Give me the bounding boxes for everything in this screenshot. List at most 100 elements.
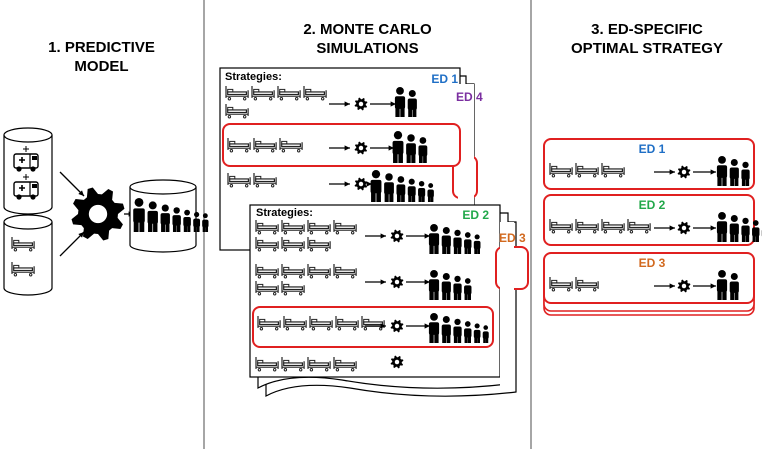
person-icon [406,134,416,163]
bed-wheel [275,327,279,331]
person-leg [384,193,389,202]
person-torso [183,216,191,227]
bed-wheel [309,248,314,252]
person-head [184,209,190,216]
arrow-icon [329,101,350,107]
bed-mattress [227,91,247,96]
person-leg [148,222,153,232]
person-head [418,181,425,187]
person-icon [418,137,428,163]
bed-pillow [227,88,234,93]
bed-wheel [273,231,277,235]
gear-icon [390,275,404,289]
bed-wheel [309,368,314,372]
person-icon [394,87,406,117]
person-torso [427,189,434,198]
person-icon [160,204,170,232]
person-icon [147,201,158,232]
bed-wheel [243,97,247,101]
bed-pillow [309,359,316,364]
bed-wheel [279,97,284,101]
person-leg [730,233,735,242]
person-leg [406,154,411,163]
arrow-head [78,232,84,238]
person-leg [741,234,746,242]
arrow-head [669,283,675,289]
section-2-title-line1: 2. MONTE CARLO [303,21,432,38]
person-icon [183,209,191,232]
person-leg [408,108,413,117]
bed-mattress [551,168,572,173]
bed-pillow [257,222,264,227]
bed-mattress [309,269,330,274]
person-leg [411,154,416,163]
crowd-icon [716,270,739,300]
bed-pillow [253,88,260,93]
person-leg [196,226,200,232]
crowd-icon [428,270,472,300]
bed-pillow [577,221,584,226]
person-icon [133,198,145,232]
sheet-ed4-mask [458,84,474,244]
arrow-icon [365,233,386,239]
person-leg [418,195,422,202]
bed-pillow [629,221,636,226]
person-leg [464,293,468,300]
hospital-bed-icon [225,104,249,119]
person-leg [176,224,181,232]
hospital-bed-icon [255,281,279,296]
bed-wheel [283,368,288,372]
person-leg [457,292,462,300]
bed-mattress [283,286,304,291]
person-icon [453,229,462,254]
bed-pillow [363,318,370,323]
person-torso [464,328,472,338]
arrow-icon [329,181,350,187]
person-head [464,321,471,327]
person-torso [394,96,406,109]
bed-mattress [305,91,326,96]
person-torso [370,179,382,194]
person-head [173,207,180,214]
bed-wheel [245,184,249,188]
person-head [194,211,200,218]
hospital-bed-icon [307,237,331,252]
person-torso [716,165,728,178]
hospital-bed-icon [11,237,35,252]
bed-pillow [13,264,20,269]
bed-wheel [301,327,305,331]
bed-mattress [335,269,356,274]
person-leg [722,290,727,300]
person-leg [398,152,403,163]
crowd-icon [392,131,428,163]
person-leg [734,291,739,300]
bed-mattress [259,321,280,326]
person-leg [172,224,177,232]
person-torso [453,326,462,337]
arrow-icon [59,171,85,197]
bed-mattress [253,91,273,96]
bed-pillow [305,88,312,93]
bed-mattress [257,242,278,247]
person-head [454,229,461,237]
person-leg [396,194,401,202]
bed-wheel [259,327,264,331]
person-head [730,215,738,223]
person-head [161,204,169,212]
hospital-bed-icon [227,173,251,188]
bed-wheel [305,97,310,101]
hospital-bed-icon [601,163,625,178]
ambulance-siren [23,174,29,180]
person-leg [430,196,434,202]
hospital-bed-icon [333,357,357,372]
hospital-bed-icon [281,357,305,372]
bed-pillow [283,359,290,364]
gear-icon [354,97,368,111]
sheet-ed3-mask [500,222,514,386]
person-leg [434,333,439,343]
bed-pillow [255,140,262,145]
person-leg [755,235,759,242]
person-icon [202,213,209,232]
person-icon [428,224,440,254]
